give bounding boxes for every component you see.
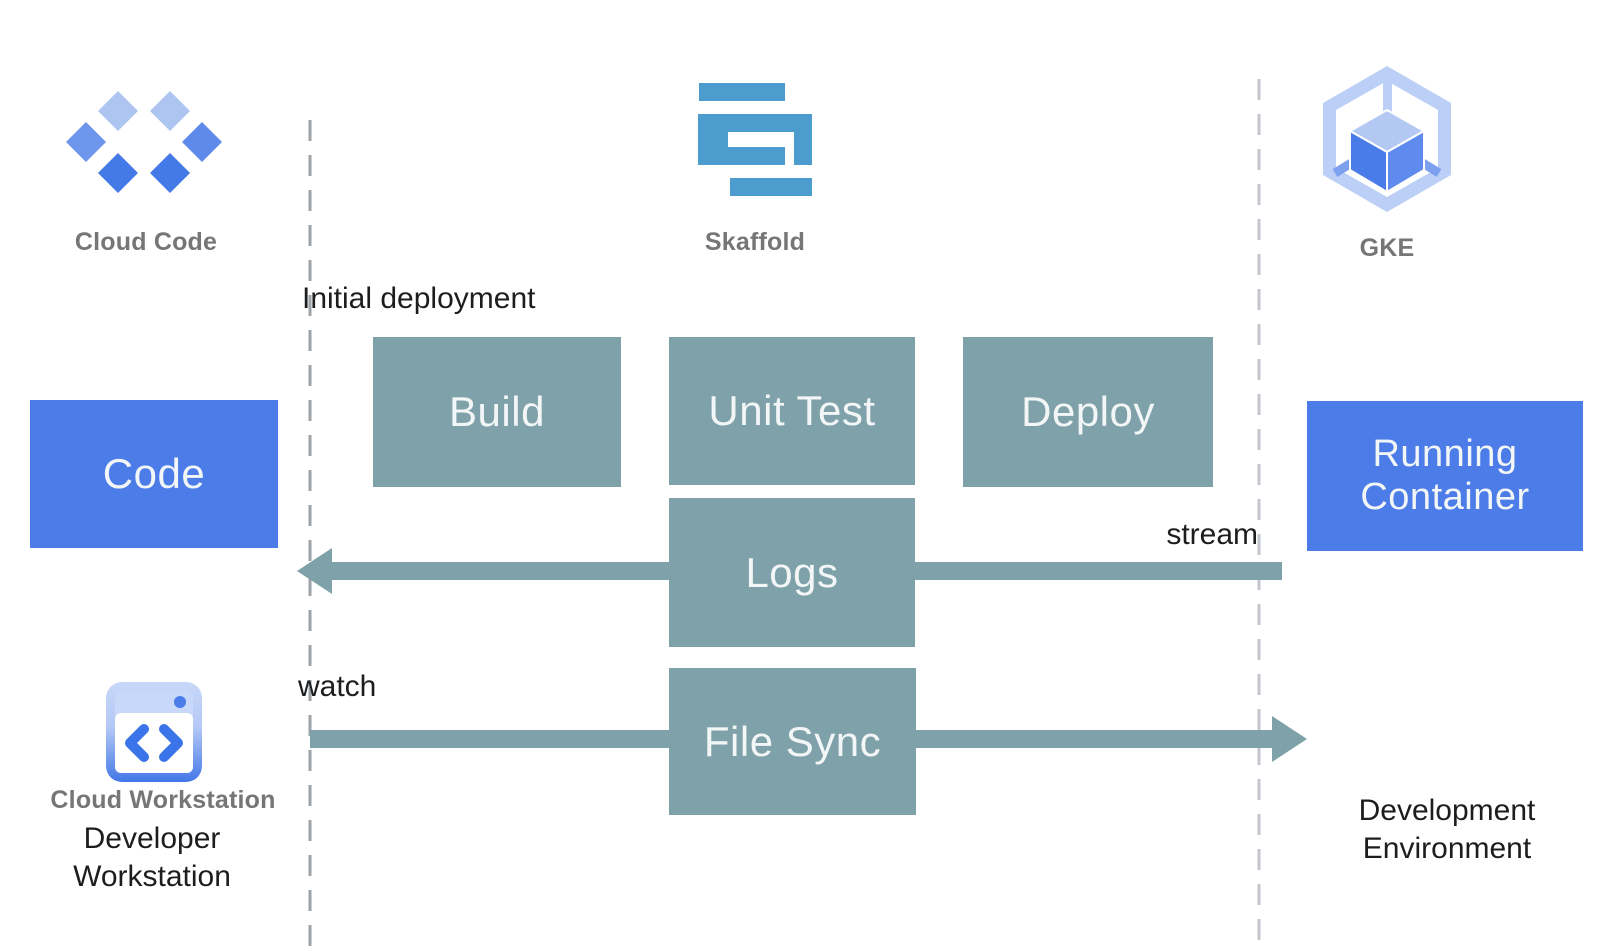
node-unit-test: Unit Test — [669, 337, 915, 485]
initial-deployment-label: Initial deployment — [302, 282, 536, 315]
cloud-workstation-label: Cloud Workstation — [50, 786, 276, 814]
cloud-code-icon — [66, 91, 222, 193]
node-running-container: Running Container — [1307, 401, 1583, 551]
node-deploy: Deploy — [963, 337, 1213, 487]
cloud-code-label: Cloud Code — [74, 228, 218, 256]
watch-label: watch — [298, 670, 377, 703]
skaffold-label: Skaffold — [704, 228, 806, 256]
stream-label: stream — [1166, 518, 1258, 551]
developer-workstation-label: Developer Workstation — [73, 822, 231, 893]
cloud-workstation-icon — [106, 682, 202, 782]
development-environment-label: Development Environment — [1358, 794, 1536, 865]
skaffold-icon — [698, 83, 812, 196]
gke-label: GKE — [1359, 234, 1415, 262]
gke-icon — [1323, 66, 1451, 212]
node-file-sync: File Sync — [669, 668, 916, 815]
node-build: Build — [373, 337, 621, 487]
node-logs: Logs — [669, 498, 915, 647]
node-code: Code — [30, 400, 278, 548]
